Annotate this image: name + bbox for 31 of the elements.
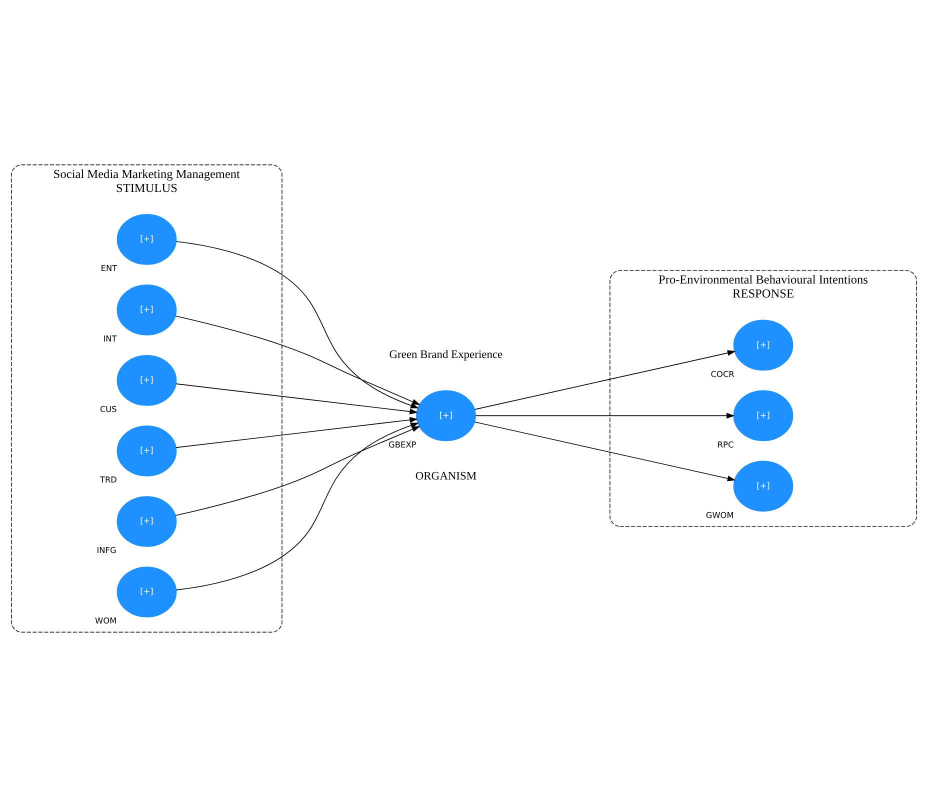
label: Green Brand Experience	[389, 349, 503, 362]
node-ellipse: [+]	[116, 214, 177, 265]
node-label: GWOM	[706, 510, 734, 520]
node-label: INT	[103, 334, 117, 344]
node-label: CUS	[100, 404, 117, 414]
node-label: RPC	[717, 439, 734, 450]
node-ellipse: [+]	[116, 496, 177, 547]
node-label: WOM	[95, 616, 117, 626]
arrow	[176, 417, 418, 448]
node-ellipse: [+]	[116, 426, 177, 476]
node-ellipse: [+]	[733, 460, 794, 512]
node-ellipse: [+]	[116, 566, 177, 618]
arrow	[176, 241, 419, 408]
label: ORGANISM	[415, 470, 477, 482]
arrow	[474, 350, 736, 410]
node-ellipse: [+]	[733, 320, 794, 371]
node-ellipse: [+]	[116, 284, 177, 336]
arrow	[176, 422, 419, 590]
arrow	[175, 316, 420, 406]
node-label: TRD	[100, 474, 117, 485]
node-label: GBEXP	[388, 439, 416, 450]
arrow	[474, 422, 736, 482]
arrow	[176, 383, 418, 414]
node-ellipse: [+]	[116, 355, 177, 406]
node-label: COCR	[710, 368, 734, 379]
node-ellipse: [+]	[416, 390, 476, 442]
node-label: INFG	[96, 545, 116, 556]
arrow	[475, 412, 735, 419]
arrow	[175, 426, 420, 516]
node-ellipse: [+]	[733, 390, 794, 442]
node-label: ENT	[100, 263, 118, 274]
